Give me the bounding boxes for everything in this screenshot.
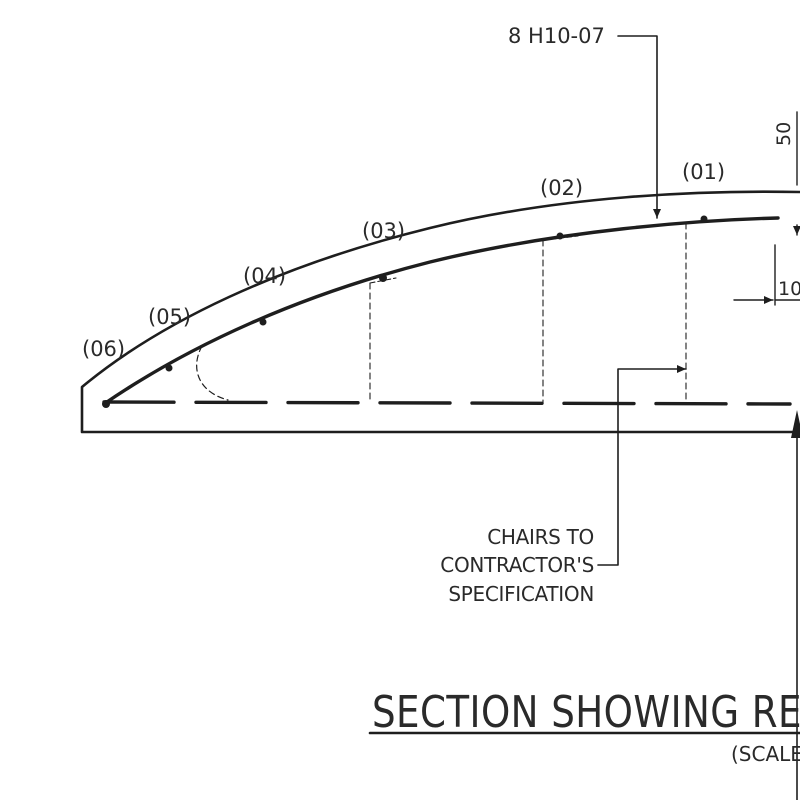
bar-mark-02: (02) [540, 176, 583, 200]
curved-reinforcement-bar [102, 216, 780, 406]
chairs-note-line-2: CONTRACTOR'S [440, 553, 594, 577]
bar-dot [379, 274, 387, 282]
bar-dot [165, 364, 173, 372]
bar-callout-label: 8 H10-07 [508, 24, 605, 48]
scale-note: (SCALE [731, 742, 800, 766]
bar-dot [700, 215, 708, 223]
chairs-note-line-3: SPECIFICATION [448, 582, 594, 606]
bar-dot [102, 400, 110, 408]
side-cover-dimension: 10 [778, 278, 800, 300]
bar-mark-04: (04) [243, 264, 286, 288]
connector-dashed-line [196, 345, 229, 401]
concrete-section-outline [80, 190, 800, 434]
bar-dot [259, 318, 267, 326]
bottom-reinforcement-bar [102, 400, 792, 406]
section-title: SECTION SHOWING RE [372, 687, 800, 738]
bottom-dimension-arrowhead [791, 410, 800, 438]
bar-mark-06: (06) [82, 337, 125, 361]
bar-callout-leader [617, 35, 661, 219]
bar-mark-01: (01) [682, 160, 725, 184]
bar-dot [556, 232, 564, 240]
top-cover-dimension: 50 [773, 122, 795, 146]
chairs-note-line-1: CHAIRS TO [487, 525, 594, 549]
chairs-note-leader [597, 365, 687, 566]
bar-mark-05: (05) [148, 305, 191, 329]
bar-mark-03: (03) [362, 219, 405, 243]
